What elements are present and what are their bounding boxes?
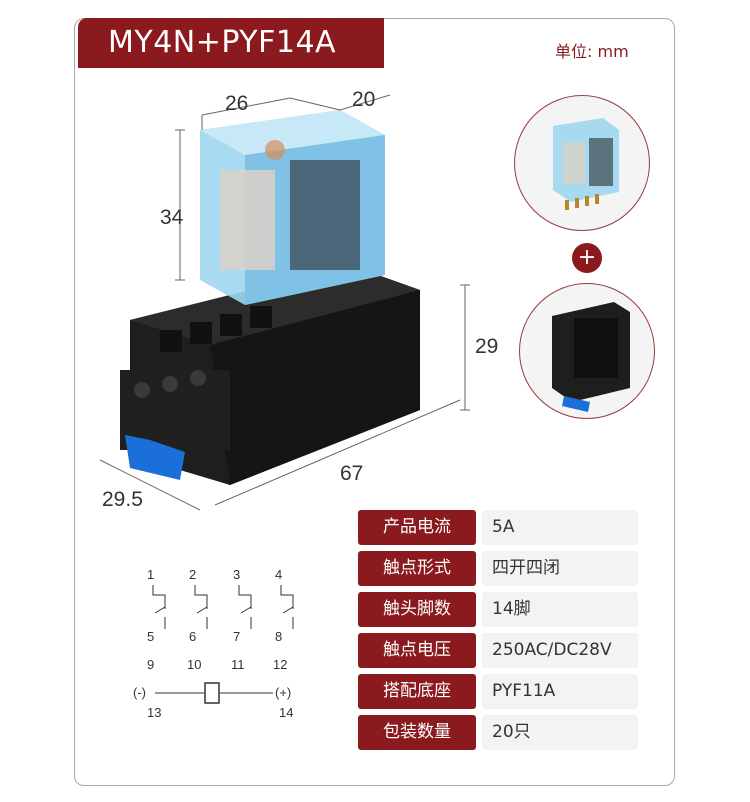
pin-label-3: 3 <box>233 567 240 582</box>
coil-pos-label: (+) <box>275 685 291 700</box>
pin-label-6: 6 <box>189 629 196 644</box>
dimension-base-length: 67 <box>340 462 364 485</box>
relay-body <box>200 110 385 305</box>
spec-row: 包装数量 20只 <box>358 715 638 750</box>
dimension-relay-height: 34 <box>160 206 184 229</box>
pin-label-10: 10 <box>187 657 201 672</box>
coil-pos-pin: 14 <box>279 705 293 720</box>
contact-labels: 1 2 3 4 5 6 7 8 9 10 11 12 <box>147 567 287 672</box>
spec-key-contact-form: 触点形式 <box>358 551 476 586</box>
spec-value-current: 5A <box>482 510 638 545</box>
dimension-base-height: 29 <box>475 335 499 358</box>
spec-row: 搭配底座 PYF11A <box>358 674 638 709</box>
spec-key-socket: 搭配底座 <box>358 674 476 709</box>
dimension-top-depth: 20 <box>352 88 376 111</box>
spec-table: 产品电流 5A 触点形式 四开四闭 触头脚数 14脚 触点电压 250AC/DC… <box>358 510 638 756</box>
wiring-diagram: 1 2 3 4 5 6 7 8 9 10 11 12 (-) (+) 13 14 <box>133 567 294 720</box>
spec-row: 触点形式 四开四闭 <box>358 551 638 586</box>
product-title: MY4N+PYF14A <box>78 18 384 68</box>
spec-value-package: 20只 <box>482 715 638 750</box>
spec-row: 触头脚数 14脚 <box>358 592 638 627</box>
spec-key-current: 产品电流 <box>358 510 476 545</box>
spec-key-voltage: 触点电压 <box>358 633 476 668</box>
dimension-top-width: 26 <box>225 92 249 115</box>
coil-neg-label: (-) <box>133 685 146 700</box>
coil-symbol: (-) (+) 13 14 <box>133 682 293 720</box>
unit-label: 单位: mm <box>555 42 629 61</box>
plus-icon: + <box>572 243 602 273</box>
contact-symbols <box>152 585 294 629</box>
pin-label-11: 11 <box>231 657 245 672</box>
spec-value-pin-count: 14脚 <box>482 592 638 627</box>
socket-base <box>120 265 420 485</box>
spec-key-package: 包装数量 <box>358 715 476 750</box>
pin-label-12: 12 <box>273 657 287 672</box>
spec-row: 产品电流 5A <box>358 510 638 545</box>
pin-label-7: 7 <box>233 629 240 644</box>
relay-thumbnail <box>514 95 650 231</box>
pin-label-4: 4 <box>275 567 282 582</box>
pin-label-8: 8 <box>275 629 282 644</box>
pin-label-5: 5 <box>147 629 154 644</box>
socket-thumbnail <box>519 283 655 419</box>
relay-with-socket-illustration <box>99 94 470 511</box>
spec-value-voltage: 250AC/DC28V <box>482 633 638 668</box>
spec-row: 触点电压 250AC/DC28V <box>358 633 638 668</box>
spec-key-pin-count: 触头脚数 <box>358 592 476 627</box>
coil-neg-pin: 13 <box>147 705 161 720</box>
pin-label-9: 9 <box>147 657 154 672</box>
spec-value-socket: PYF11A <box>482 674 638 709</box>
pin-label-2: 2 <box>189 567 196 582</box>
dimension-base-width: 29.5 <box>102 488 143 511</box>
spec-value-contact-form: 四开四闭 <box>482 551 638 586</box>
pin-label-1: 1 <box>147 567 154 582</box>
